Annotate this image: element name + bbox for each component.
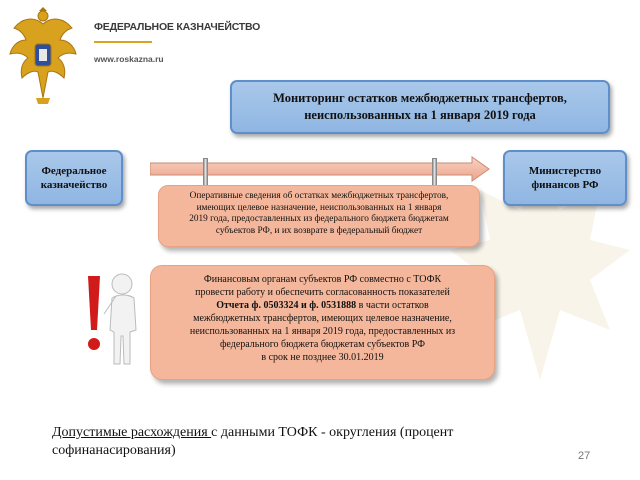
ministry-of-finance-box: Министерство финансов РФ — [503, 150, 627, 206]
footnote: Допустимые расхождения с данными ТОФК - … — [52, 424, 522, 460]
treasury-emblem-icon — [9, 7, 77, 104]
header-divider — [94, 41, 152, 43]
info-line-2: имеющих целевое назначение, неиспользова… — [196, 202, 442, 213]
double-headed-eagle-watermark-icon — [450, 180, 630, 380]
footnote-rest-2: софинанасирования) — [52, 443, 176, 458]
federal-treasury-line-1: Федеральное — [41, 165, 107, 177]
task-line-2: провести работу и обеспечить согласованн… — [195, 287, 450, 298]
connector-right — [432, 158, 437, 186]
org-name: ФЕДЕРАЛЬНОЕ КАЗНАЧЕЙСТВО — [94, 21, 261, 33]
title-line-2: неиспользованных на 1 января 2019 года — [304, 108, 536, 122]
federal-treasury-box: Федеральное казначейство — [25, 150, 123, 206]
report-forms: Отчета ф. 0503324 и ф. 0531888 — [216, 300, 357, 311]
task-line-3-rest: в части остатков — [356, 300, 429, 311]
flow-arrow — [150, 156, 490, 182]
task-line-4: межбюджетных трансфертов, имеющих целево… — [193, 313, 452, 324]
task-line-3: Отчета ф. 0503324 и ф. 0531888 в части о… — [159, 299, 486, 312]
task-line-6: федерального бюджета бюджетам субъектов … — [219, 339, 426, 350]
ministry-line-2: финансов РФ — [531, 179, 599, 191]
task-line-5: неиспользованных на 1 января 2019 года, … — [189, 326, 456, 337]
page-number: 27 — [578, 450, 591, 462]
task-line-7: в срок не позднее 30.01.2019 — [261, 352, 384, 363]
footnote-rest-1: с данными ТОФК - округления (процент — [211, 425, 454, 440]
info-line-1: Оперативные сведения об остатках межбюдж… — [189, 191, 449, 201]
info-line-4: субъектов РФ, и их возврате в федеральны… — [215, 225, 423, 236]
ministry-line-1: Министерство — [528, 165, 602, 177]
operational-info-box: Оперативные сведения об остатках межбюдж… — [158, 185, 480, 247]
task-instructions-box: Финансовым органам субъектов РФ совместн… — [150, 265, 495, 380]
thinking-man-exclamation-icon — [88, 273, 137, 365]
org-url: www.roskazna.ru — [94, 54, 164, 64]
connector-left — [203, 158, 208, 186]
info-line-3: 2019 года, предоставленных из федерально… — [189, 214, 449, 225]
task-line-1: Финансовым органам субъектов РФ совместн… — [203, 274, 442, 285]
monitoring-title-box: Мониторинг остатков межбюджетных трансфе… — [230, 80, 610, 134]
federal-treasury-line-2: казначейство — [40, 179, 108, 191]
title-line-1: Мониторинг остатков межбюджетных трансфе… — [273, 91, 567, 105]
footnote-underlined: Допустимые расхождения — [52, 425, 212, 440]
